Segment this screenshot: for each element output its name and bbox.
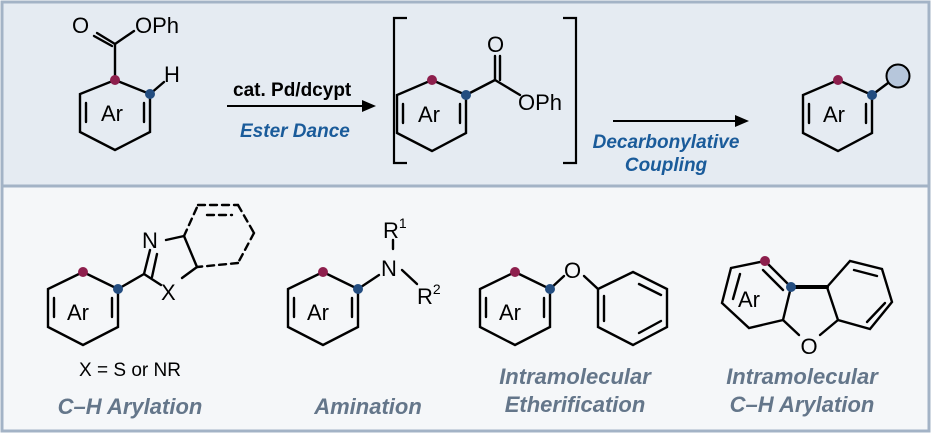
arylation-x-label: X: [161, 280, 176, 305]
etherification-label-line1: Intramolecular: [499, 364, 652, 389]
reactant-h-label: H: [164, 62, 180, 87]
etherification-ring-label: Ar: [499, 300, 521, 325]
arylation-condition: X = S or NR: [79, 360, 181, 381]
amination-ring-label: Ar: [307, 300, 329, 325]
reactant-ester-label: OPh: [135, 13, 179, 38]
intra-arylation-label-line2: C–H Arylation: [730, 392, 875, 417]
arrow-1-reagent: cat. Pd/dcypt: [233, 80, 352, 101]
arylation-blue-dot: [113, 284, 123, 294]
arrow-1-process: Ester Dance: [240, 121, 350, 142]
intermediate-blue-dot: [461, 90, 471, 100]
right-bracket: [563, 16, 578, 165]
reactant-ring-label: Ar: [101, 101, 123, 126]
reactant-red-dot: [110, 75, 120, 85]
intra-arylation-label-line1: Intramolecular: [726, 364, 879, 389]
intermediate-red-dot: [427, 75, 437, 85]
amination-r1-label: R1: [383, 215, 407, 243]
arylation-ring-label: Ar: [67, 300, 89, 325]
arylation-n-label: N: [142, 228, 158, 253]
left-bracket: [392, 16, 407, 165]
intra-arylation-blue-dot: [786, 282, 796, 292]
product-red-dot: [833, 75, 843, 85]
intra-arylation-o-label: O: [800, 334, 817, 359]
arylation-red-dot: [78, 267, 88, 277]
amination-label: Amination: [313, 394, 422, 419]
arrow-1-head: [362, 100, 376, 112]
etherification-o-label: O: [564, 258, 581, 283]
arrow-2-process-line2: Coupling: [625, 155, 708, 176]
reactant-carbonyl-o: O: [72, 13, 89, 38]
arrow-2-process-line1: Decarbonylative: [593, 132, 740, 153]
intra-arylation-molecule: [720, 259, 894, 337]
arylation-label: C–H Arylation: [58, 394, 203, 419]
etherification-red-dot: [510, 267, 520, 277]
product-ring-label: Ar: [823, 102, 845, 127]
intermediate-ring-label: Ar: [418, 102, 440, 127]
etherification-blue-dot: [545, 284, 555, 294]
intermediate-carbonyl-o: O: [487, 32, 504, 57]
etherification-label-line2: Etherification: [505, 392, 646, 417]
amination-red-dot: [318, 267, 328, 277]
product-blue-dot: [867, 90, 877, 100]
intermediate-ester-label: OPh: [518, 90, 562, 115]
arrow-2-head: [735, 115, 749, 127]
amination-r2-label: R2: [417, 281, 441, 309]
intra-arylation-ring-label: Ar: [738, 287, 760, 312]
reactant-blue-dot: [145, 89, 155, 99]
amination-blue-dot: [353, 284, 363, 294]
amination-n-label: N: [381, 256, 397, 281]
product-substituent-circle: [885, 63, 911, 89]
intra-arylation-red-dot: [760, 256, 770, 266]
